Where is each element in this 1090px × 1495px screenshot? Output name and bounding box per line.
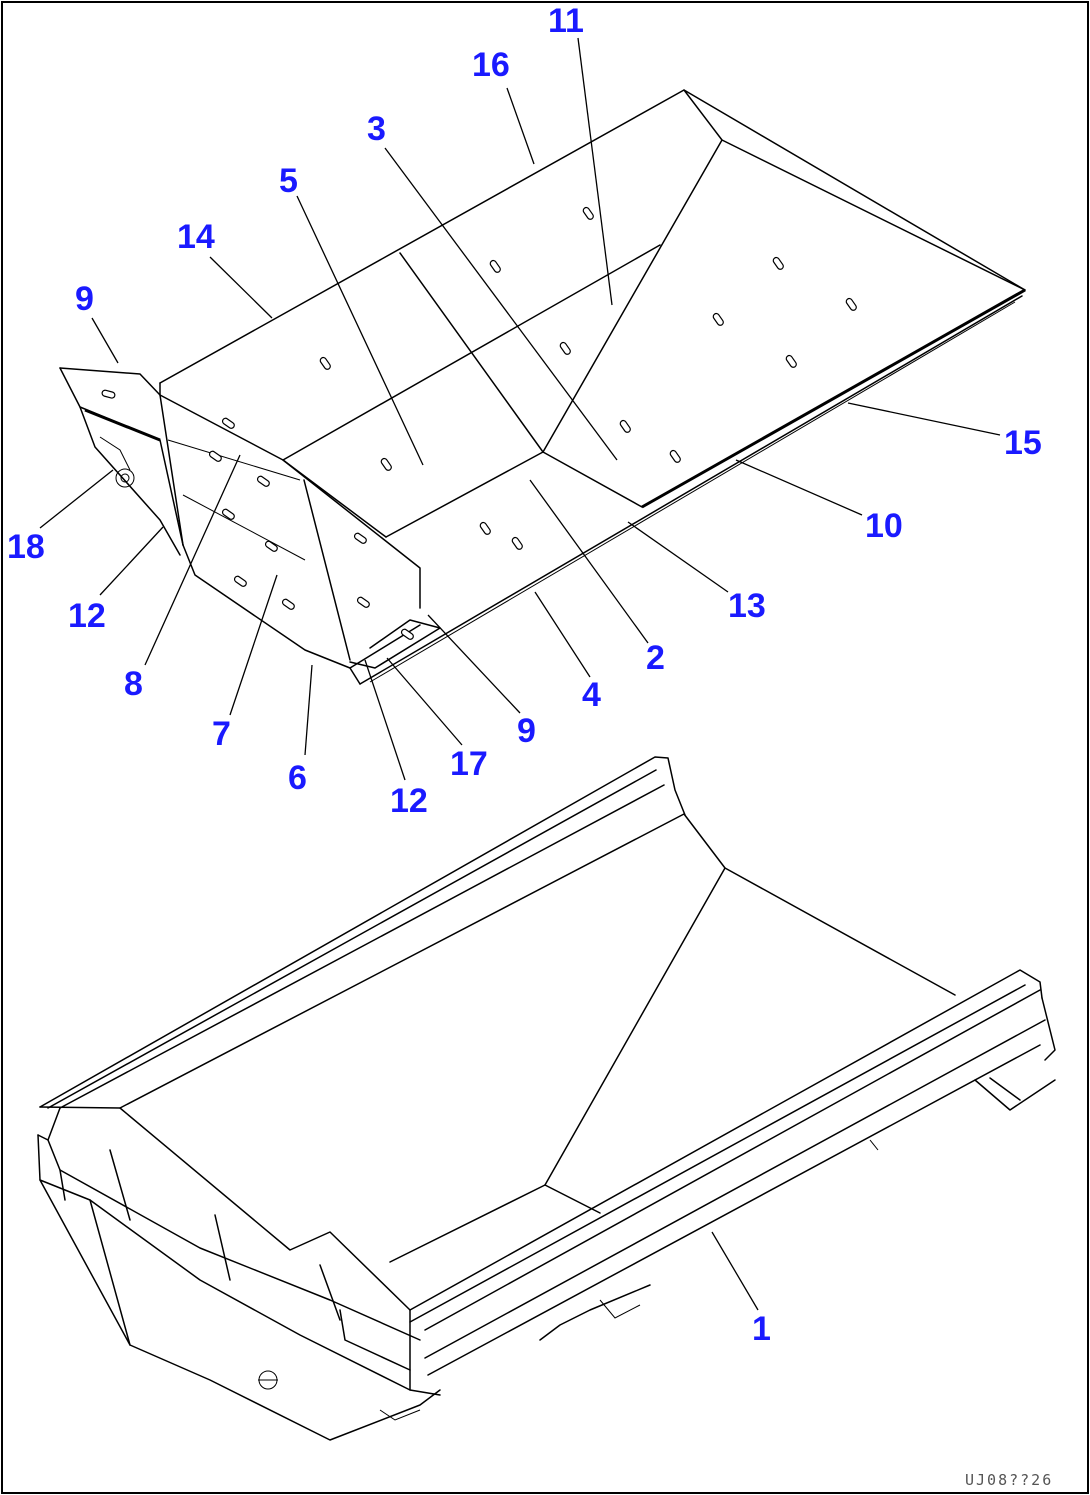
- callout-14: 14: [177, 218, 215, 256]
- callout-10: 10: [865, 507, 903, 545]
- liner-slots: [101, 206, 857, 640]
- callout-9-upper: 9: [75, 280, 94, 318]
- callout-5: 5: [279, 162, 298, 200]
- liner-assembly: [59, 89, 1026, 685]
- callout-6: 6: [288, 759, 307, 797]
- callout-16: 16: [472, 46, 510, 84]
- dump-body: [37, 756, 1056, 1441]
- callout-15: 15: [1004, 424, 1042, 462]
- callout-4: 4: [582, 676, 601, 714]
- callout-2: 2: [646, 639, 665, 677]
- callouts: 11 16 3 5 14 9 15 10 13 2 4 9 17 12 6 7 …: [7, 2, 1042, 1348]
- callout-8: 8: [124, 665, 143, 703]
- callout-3: 3: [367, 110, 386, 148]
- callout-9-lower: 9: [517, 712, 536, 750]
- callout-11: 11: [548, 2, 584, 40]
- callout-7: 7: [212, 715, 231, 753]
- callout-12-lower: 12: [390, 782, 428, 820]
- callout-17: 17: [450, 745, 488, 783]
- callout-12-upper: 12: [68, 597, 106, 635]
- callout-1: 1: [752, 1310, 771, 1348]
- leader-lines: [39, 37, 1001, 1311]
- figure-code: UJ08??26: [965, 1471, 1053, 1489]
- callout-18: 18: [7, 528, 45, 566]
- callout-13: 13: [728, 587, 766, 625]
